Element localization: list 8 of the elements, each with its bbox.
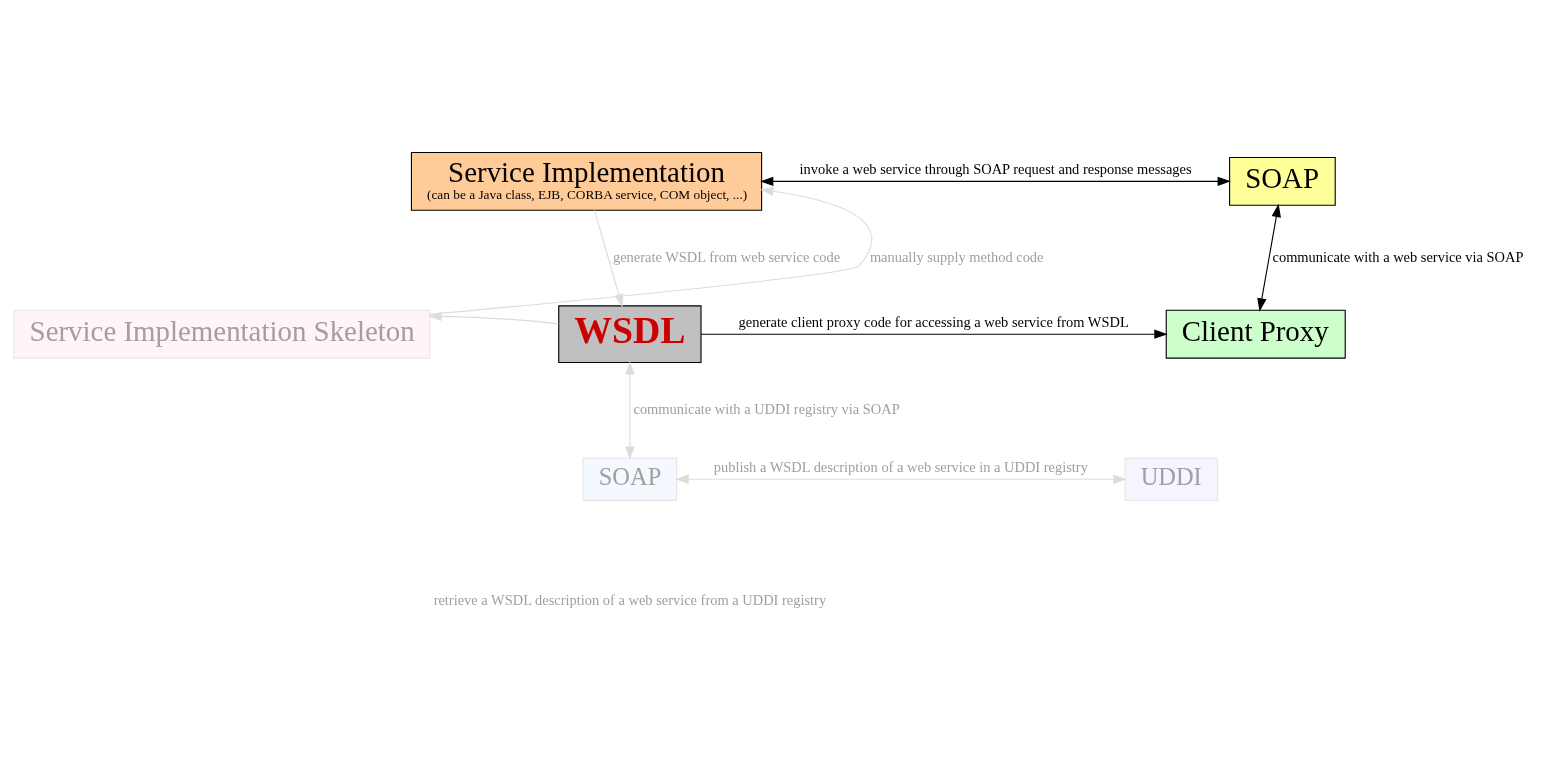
edge-label: publish a WSDL description of a web service in a UDDI registry xyxy=(713,458,1088,475)
label: retrieve a WSDL description of a web service from a UDDI registry xyxy=(433,591,827,608)
edge-label: manually supply method code xyxy=(869,248,1044,265)
edge-label: communicate with a web service via SOAP xyxy=(1272,248,1524,265)
edge-label: invoke a web service through SOAP request and response messages xyxy=(799,160,1192,177)
edge-label: generate WSDL from web service code xyxy=(612,248,841,265)
edge-label: generate client proxy code for accessing a web service from WSDL xyxy=(738,313,1129,330)
edge-label: communicate with a UDDI registry via SOAP xyxy=(633,400,900,417)
